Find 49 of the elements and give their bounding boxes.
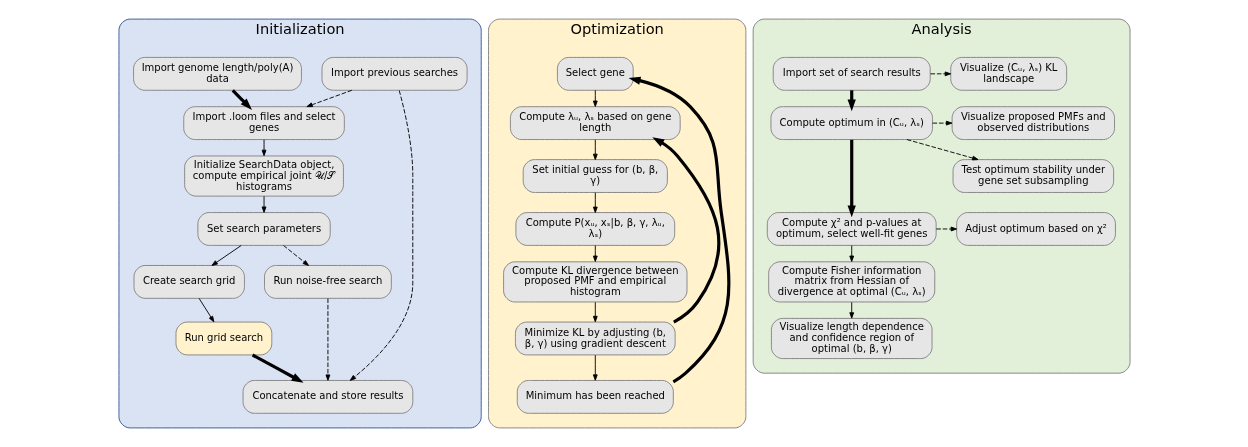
arrow — [261, 195, 266, 213]
arrow — [592, 301, 598, 323]
node-box: Run grid search — [175, 321, 272, 356]
arrow — [931, 120, 952, 126]
arrow — [628, 76, 730, 384]
node-box: Compute KL divergence between proposed PMF and empirical histogram — [502, 261, 687, 303]
arrow — [906, 139, 978, 161]
node-box: Set search parameters — [196, 212, 331, 246]
node-box: Initialize SearchData object, compute empirical joint 𝒰/𝒮 histograms — [183, 155, 344, 197]
node-box: Select gene — [556, 56, 634, 91]
node-box: Minimize KL by adjusting (b, β, γ) using gradient descent — [514, 321, 676, 356]
arrow — [198, 297, 214, 323]
arrow — [935, 226, 957, 232]
node-box: Concatenate and store results — [242, 380, 413, 414]
node-box: Set initial guess for (b, β, γ) — [522, 159, 668, 193]
node-box: Import set of search results — [772, 56, 931, 91]
node-box: Import .loom files and select genes — [182, 106, 345, 140]
node-box: Import genome length/poly(A) data — [132, 56, 302, 91]
arrow — [592, 139, 598, 161]
arrow — [349, 90, 413, 381]
arrow — [651, 137, 720, 324]
node-box: Compute optimum in (Cᵤ, λₛ) — [770, 106, 933, 140]
node-box: Compute χ² and p-values at optimum, select well-fit genes — [766, 212, 937, 246]
node-box: Import previous searches — [321, 56, 468, 91]
node-box: Visualize proposed PMFs and observed distributions — [951, 106, 1115, 140]
node-box: Minimum has been reached — [516, 380, 674, 414]
node-box: Compute P(xᵤ, xₛ|b, β, γ, λᵤ, λₛ) — [514, 212, 675, 246]
node-box: Test optimum stability under gene set subsampling — [952, 159, 1114, 193]
arrow — [929, 71, 951, 77]
arrow — [592, 89, 598, 107]
arrow — [282, 245, 309, 266]
arrow — [847, 139, 856, 218]
node-box: Compute Fisher information matrix from Hessian of divergence at optimal (Cᵤ, λₛ) — [767, 261, 935, 303]
arrow — [325, 298, 330, 381]
arrow — [251, 353, 304, 383]
node-box: Adjust optimum based on χ² — [955, 212, 1116, 246]
node-box: Run noise-free search — [263, 265, 392, 299]
node-box: Create search grid — [133, 265, 245, 299]
arrow — [848, 245, 854, 262]
arrow — [592, 245, 598, 262]
arrow — [592, 192, 598, 213]
arrow — [261, 139, 266, 157]
arrow — [592, 354, 598, 381]
node-box: Visualize (Cᵤ, λₛ) KL landscape — [949, 56, 1067, 91]
node-box: Visualize length dependence and confidence region of optimal (b, β, γ) — [770, 317, 932, 359]
node-box: Compute λᵤ, λₛ based on gene length — [509, 106, 681, 140]
arrow — [848, 301, 854, 319]
arrow — [210, 245, 242, 266]
arrow — [305, 89, 352, 108]
